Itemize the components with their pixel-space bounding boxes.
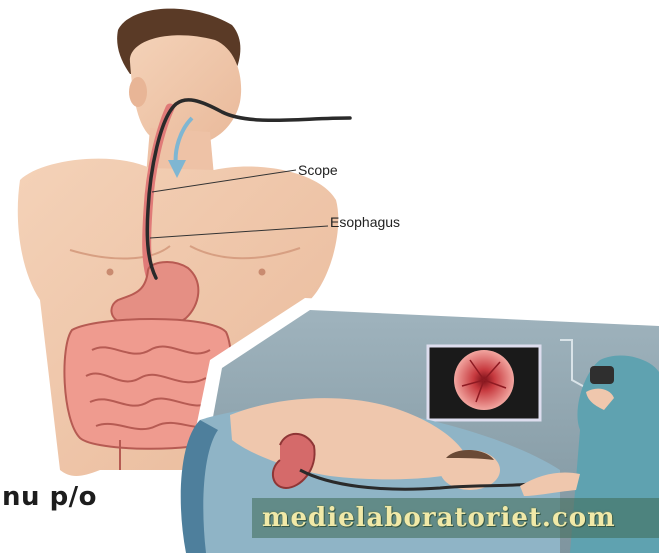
- watermark-text: medielaboratoriet.com: [262, 503, 616, 533]
- esophagus-label: Esophagus: [330, 214, 400, 230]
- caption-text: nu p/o: [2, 482, 97, 512]
- scope-label: Scope: [298, 162, 338, 178]
